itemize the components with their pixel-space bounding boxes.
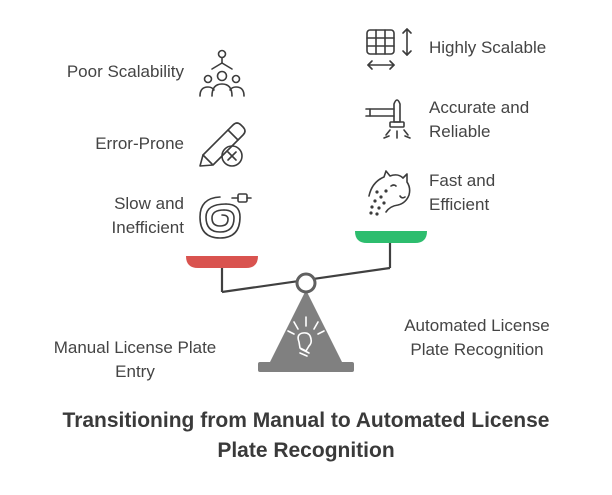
caption-manual: Manual License Plate Entry bbox=[53, 338, 217, 381]
caption-automated: Automated License Plate Recognition bbox=[404, 316, 550, 359]
label-slow-inefficient: Slow and Inefficient bbox=[111, 194, 184, 237]
lightbulb-icon bbox=[287, 316, 325, 357]
right-pan bbox=[355, 231, 427, 243]
coiled-cable-icon bbox=[199, 193, 252, 239]
scalable-grid-icon bbox=[366, 28, 412, 70]
diagram-title: Transitioning from Manual to Automated L… bbox=[62, 409, 550, 462]
cheetah-icon bbox=[368, 170, 411, 216]
label-error-prone: Error-Prone bbox=[95, 134, 184, 153]
fulcrum-base bbox=[258, 362, 354, 372]
pencil-error-icon bbox=[199, 122, 246, 167]
people-network-icon bbox=[199, 49, 245, 97]
label-accurate-reliable: Accurate and Reliable bbox=[429, 98, 530, 141]
label-highly-scalable: Highly Scalable bbox=[429, 38, 547, 57]
label-fast-efficient: Fast and Efficient bbox=[429, 171, 496, 214]
laser-sensor-icon bbox=[365, 99, 411, 139]
label-poor-scalability: Poor Scalability bbox=[66, 62, 184, 81]
left-pan bbox=[186, 256, 258, 268]
pivot-circle bbox=[295, 272, 317, 294]
